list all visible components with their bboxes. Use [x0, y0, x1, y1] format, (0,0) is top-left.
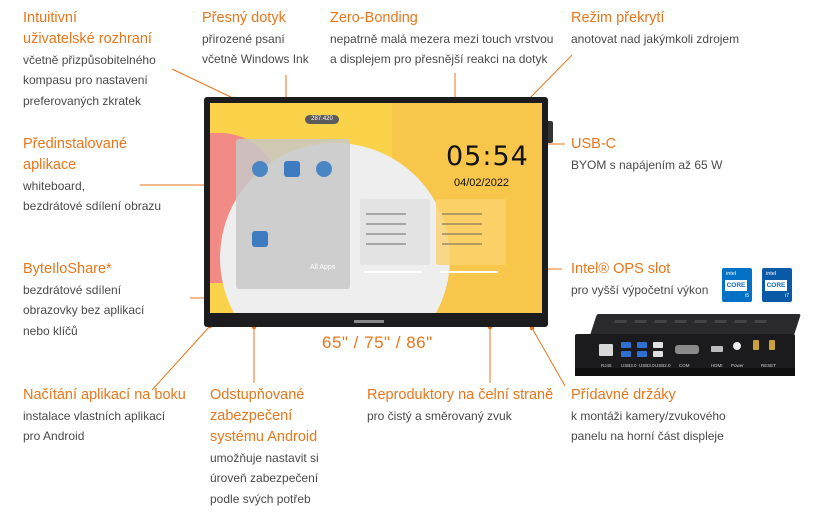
callout-sideload-apps: Načítání aplikací na boku instalace vlas…: [23, 385, 186, 447]
usb2-port-icon: [653, 351, 663, 357]
callout-title: Načítání aplikací na boku: [23, 387, 186, 403]
antenna-connector-icon: [769, 340, 775, 350]
callout-title: Intel® OPS slot: [571, 261, 671, 277]
callout-desc: nepatrně malá mezera mezi touch vrstvou …: [330, 32, 554, 67]
callout-extra-brackets: Přídavné držáky k montáži kamery/zvukové…: [571, 385, 726, 447]
callout-front-speakers: Reproduktory na čelní straně pro čistý a…: [367, 385, 553, 426]
callout-title: USB-C: [571, 136, 617, 152]
callout-title: Reproduktory na čelní straně: [367, 387, 554, 403]
callout-desc: přirozené psaní včetně Windows Ink: [202, 32, 309, 67]
callout-usb-c: USB-C BYOM s napájením až 65 W: [571, 134, 722, 175]
callout-title: Předinstalované aplikace: [23, 136, 127, 174]
com-port-icon: [675, 345, 699, 354]
folder-app-icon: [252, 231, 268, 247]
usb3-port-icon: [621, 342, 631, 348]
intel-core-i7-badge: intel CORE i7: [762, 268, 792, 302]
files-app-icon: [284, 161, 300, 177]
callout-desc: bezdrátové sdílení obrazovky bez aplikac…: [23, 283, 145, 338]
ops-module: RJ45 USB3.0 USB3.0 USB2.0 COM HDMI Power…: [575, 314, 803, 380]
input-panel: [436, 199, 506, 265]
display-sizes: 65" / 75" / 86": [322, 333, 433, 352]
callout-desc: pro čistý a směrovaný zvuk: [367, 409, 512, 424]
hdmi-port-icon: [711, 346, 723, 352]
antenna-connector-icon: [753, 340, 759, 350]
usb3-port-icon: [637, 342, 647, 348]
whiteboard-app-icon: [252, 161, 268, 177]
callout-title: Intuitivní uživatelské rozhraní: [23, 10, 152, 48]
callout-title: Přesný dotyk: [202, 10, 286, 26]
usb-c-port: [548, 121, 553, 143]
callout-desc: anotovat nad jakýmkoli zdrojem: [571, 32, 740, 47]
callout-desc: pro vyšší výpočetní výkon: [571, 283, 709, 298]
callout-zero-bonding: Zero-Bonding nepatrně malá mezera mezi t…: [330, 8, 553, 70]
usb3-port-icon: [621, 351, 631, 357]
clock-time: 05:54: [446, 141, 529, 172]
ops-base: [575, 368, 795, 376]
clock-date: 04/02/2022: [454, 177, 510, 189]
callout-desc: whiteboard, bezdrátové sdílení obrazu: [23, 179, 162, 214]
callout-precise-touch: Přesný dotyk přirozené psaní včetně Wind…: [202, 8, 309, 70]
usb3-port-icon: [637, 351, 647, 357]
rj45-port-icon: [599, 344, 613, 356]
callout-title: Odstupňované zabezpečení systému Android: [210, 387, 318, 446]
callout-overlay-mode: Režim překrytí anotovat nad jakýmkoli zd…: [571, 8, 739, 49]
callout-intuitive-ui: Intuitivní uživatelské rozhraní včetně p…: [23, 8, 156, 111]
callout-intel-ops-slot: Intel® OPS slot pro vyšší výpočetní výko…: [571, 259, 708, 300]
display-screen: 287.420 All Apps 05:54 04/02/2022: [210, 103, 542, 313]
intel-core-i5-badge: intel CORE i5: [722, 268, 752, 302]
interactive-display: 287.420 All Apps 05:54 04/02/2022: [204, 97, 553, 327]
all-apps-label: All Apps: [310, 264, 336, 271]
callout-desc: BYOM s napájením až 65 W: [571, 158, 723, 173]
callout-bytelloshare: ByteIloShare* bezdrátové sdílení obrazov…: [23, 259, 144, 341]
callout-title: Přídavné držáky: [571, 387, 676, 403]
volume-slider: [364, 271, 422, 273]
callout-desc: k montáži kamery/zvukového panelu na hor…: [571, 409, 726, 444]
callout-title: Režim překrytí: [571, 10, 665, 26]
settings-panel: [360, 199, 430, 265]
callout-desc: včetně přizpůsobitelného kompasu pro nas…: [23, 53, 156, 108]
callout-preinstalled-apps: Předinstalované aplikace whiteboard, bez…: [23, 134, 161, 217]
browser-app-icon: [316, 161, 332, 177]
callout-android-security: Odstupňované zabezpečení systému Android…: [210, 385, 319, 509]
callout-title: Zero-Bonding: [330, 10, 418, 26]
apps-panel: [236, 139, 350, 289]
ops-front-panel: RJ45 USB3.0 USB3.0 USB2.0 COM HDMI Power…: [575, 334, 795, 370]
callout-title: ByteIloShare*: [23, 261, 112, 277]
brightness-slider: [440, 271, 498, 273]
callout-desc: umožňuje nastavit si úroveň zabezpečení …: [210, 451, 319, 506]
usb2-port-icon: [653, 342, 663, 348]
callout-desc: instalace vlastních aplikací pro Android: [23, 409, 166, 444]
brand-logo: [354, 320, 384, 323]
power-button-icon: [733, 342, 741, 350]
status-bar: 287.420: [305, 115, 339, 124]
